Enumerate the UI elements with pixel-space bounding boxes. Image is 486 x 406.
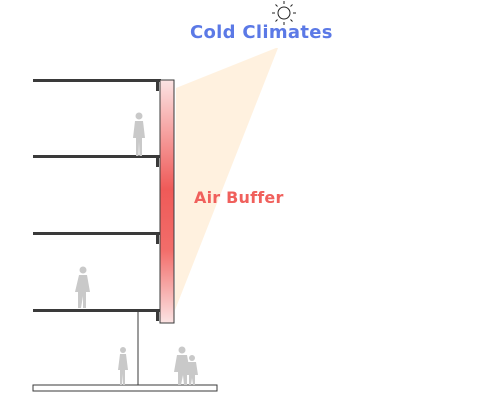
- diagram-title: Cold Climates: [190, 22, 333, 43]
- ground-line: [32, 384, 218, 392]
- sun-icon: [272, 1, 296, 25]
- floor-slab: [33, 79, 161, 82]
- person-standing-icon: [118, 347, 128, 385]
- people-group-icon: [174, 346, 198, 385]
- air-buffer-cavity: [159, 79, 175, 324]
- person-standing-icon: [133, 112, 145, 156]
- floor-slab: [33, 232, 161, 235]
- floor-slab: [33, 309, 161, 312]
- sun-rays-wedge: [175, 48, 278, 310]
- floor-slab: [33, 155, 161, 158]
- air-buffer-label: Air Buffer: [194, 188, 284, 207]
- slab-edges: [156, 79, 159, 321]
- floor-slabs: [33, 79, 161, 312]
- person-seated-icon: [75, 266, 90, 308]
